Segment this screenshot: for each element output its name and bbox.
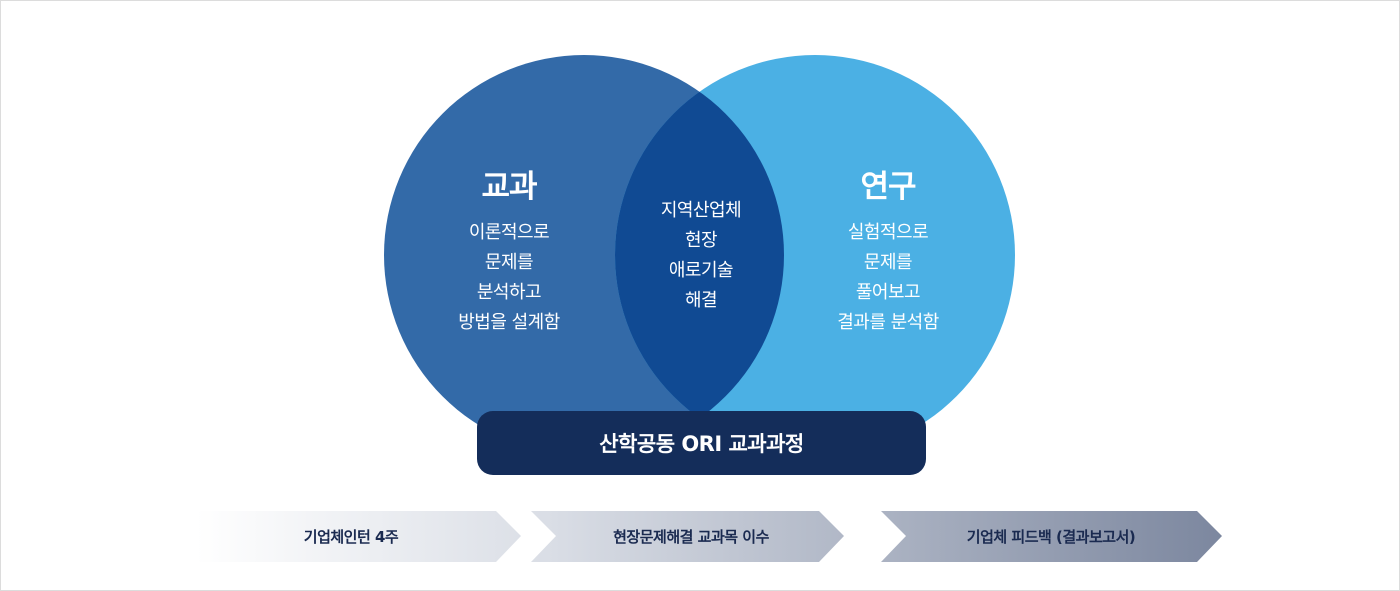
program-banner: 산학공동 ORI 교과과정 [477, 411, 926, 475]
center-section: 지역산업체 현장 애로기술 해결 [660, 196, 742, 316]
left-line: 방법을 설계함 [458, 312, 560, 333]
step-arrow-1 [196, 511, 521, 562]
center-line: 현장 [684, 230, 718, 251]
step-label-3: 기업체 피드백 (결과보고서) [966, 528, 1136, 546]
left-line: 이론적으로 [468, 222, 550, 243]
right-line: 풀어보고 [855, 282, 921, 303]
step-arrow-2 [531, 511, 844, 562]
left-section: 교과 이론적으로 문제를 분석하고 방법을 설계함 [458, 161, 560, 338]
center-line: 해결 [684, 290, 718, 311]
center-line: 지역산업체 [660, 200, 742, 221]
step-label-2: 현장문제해결 교과목 이수 [613, 528, 769, 546]
right-line: 실험적으로 [847, 222, 929, 243]
overlap-region [615, 55, 784, 455]
right-title: 연구 [860, 169, 916, 205]
right-line: 문제를 [863, 252, 913, 273]
center-line: 애로기술 [668, 260, 734, 281]
step-arrow-3 [881, 511, 1222, 562]
right-line: 결과를 분석함 [837, 312, 939, 333]
right-section: 연구 실험적으로 문제를 풀어보고 결과를 분석함 [837, 161, 939, 338]
step-label-1: 기업체인턴 4주 [303, 528, 399, 546]
left-title: 교과 [481, 169, 537, 205]
left-line: 문제를 [484, 252, 534, 273]
left-line: 분석하고 [476, 282, 542, 303]
